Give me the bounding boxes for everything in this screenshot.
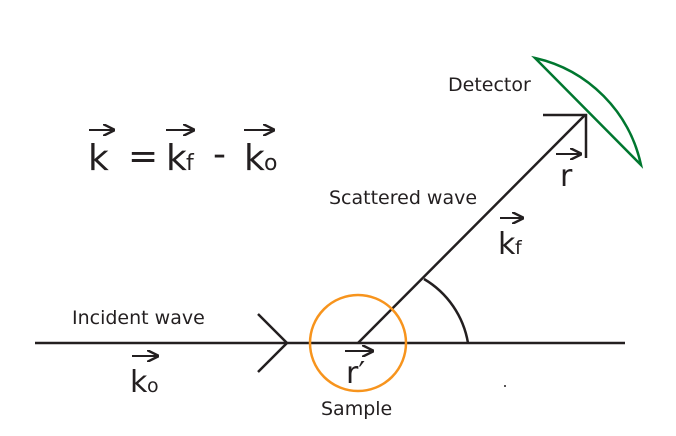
incident-wave-label: Incident wave xyxy=(72,307,205,329)
r-prime-vector-label: r′ xyxy=(346,356,365,391)
equation-kf-sub: f xyxy=(186,151,195,176)
kf-vector-label: k xyxy=(498,227,516,262)
position-corner xyxy=(543,113,588,158)
sample-circle xyxy=(308,293,408,393)
detector-icon xyxy=(531,55,644,169)
scattered-wave-label: Scattered wave xyxy=(329,187,477,209)
equation-equals: = xyxy=(128,136,158,177)
stray-dot xyxy=(504,385,506,387)
r-vector-label: r xyxy=(560,159,573,194)
kf-vector-sub: f xyxy=(515,237,523,259)
sample-label: Sample xyxy=(321,398,392,420)
ko-vector-sub: o xyxy=(147,375,159,397)
equation-kf: k xyxy=(166,138,187,179)
equation-ko: k xyxy=(244,138,265,179)
scattering-angle-arc xyxy=(423,277,470,344)
incident-arrowhead-icon xyxy=(257,313,289,373)
ko-vector-label: k xyxy=(130,365,148,400)
equation-minus: - xyxy=(213,134,226,175)
detector-label: Detector xyxy=(448,74,531,96)
scattered-beam-line xyxy=(357,114,586,344)
equation-k: k xyxy=(88,138,109,179)
equation: k = k f - k o xyxy=(88,130,277,179)
equation-ko-sub: o xyxy=(264,151,277,176)
